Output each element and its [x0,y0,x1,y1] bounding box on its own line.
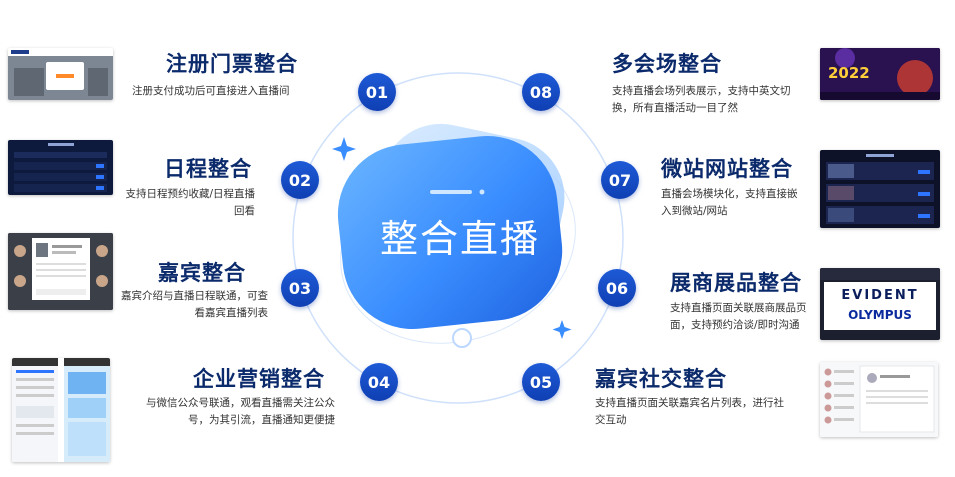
multi-venue-year: 2022 [828,64,870,82]
item-06-title: 展商展品整合 [670,267,802,297]
item-02-title: 日程整合 [164,153,252,183]
exhibitor-screenshot: EVIDENT OLYMPUS [820,268,940,340]
sparkle-icon [332,137,356,161]
item-08-badge: 08 [522,73,560,111]
item-04-badge: 04 [360,363,398,401]
item-04-desc: 与微信公众号联通，观看直播需关注公众号，为其引流，直播通知更便捷 [140,395,335,429]
item-07-badge: 07 [601,161,639,199]
item-08-desc: 支持直播会场列表展示，支持中英文切换，所有直播活动一目了然 [612,83,807,117]
exhibitor-logo-olympus: OLYMPUS [824,308,936,322]
guests-screenshot [8,233,113,310]
marketing-screenshot [12,358,110,462]
item-05-badge: 05 [522,363,560,401]
item-07-title: 微站网站整合 [661,153,793,183]
item-03-title: 嘉宾整合 [158,257,246,287]
item-06-desc: 支持直播页面关联展商展品页面，支持预约洽谈/即时沟通 [670,300,816,334]
blob-dot [480,190,485,195]
schedule-screenshot [8,140,113,195]
blob-bar [430,190,472,194]
multi-venue-screenshot: 2022 [820,48,940,100]
registration-screenshot [8,48,113,100]
item-03-badge: 03 [281,269,319,307]
bottom-bubble [453,329,471,347]
item-01-desc: 注册支付成功后可直接进入直播间 [132,83,332,100]
item-03-desc: 嘉宾介绍与直播日程联通，可查看嘉宾直播列表 [120,288,268,322]
item-05-title: 嘉宾社交整合 [595,363,727,393]
microsite-screenshot [820,150,940,228]
item-07-desc: 直播会场模块化，支持直接嵌入到微站/网站 [661,186,801,220]
guest-social-screenshot [820,362,938,437]
exhibitor-logo-evident: EVIDENT [824,288,936,303]
item-01-badge: 01 [358,73,396,111]
center-title: 整合直播 [370,208,550,263]
sparkle-icon [553,320,572,339]
item-02-badge: 02 [281,161,319,199]
item-04-title: 企业营销整合 [193,363,325,393]
item-01-title: 注册门票整合 [166,48,298,78]
item-06-badge: 06 [598,269,636,307]
item-08-title: 多会场整合 [612,48,722,78]
item-02-desc: 支持日程预约收藏/日程直播回看 [118,186,255,220]
item-05-desc: 支持直播页面关联嘉宾名片列表，进行社交互动 [595,395,790,429]
